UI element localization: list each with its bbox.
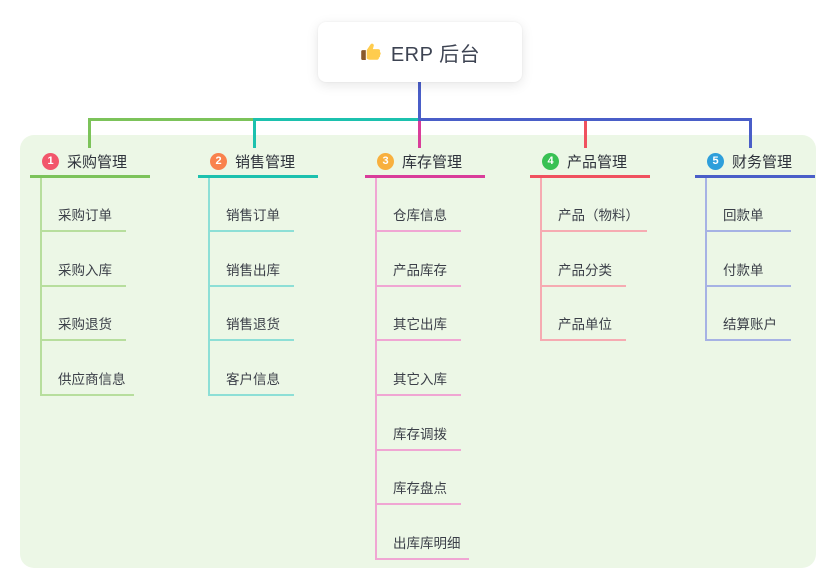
mindmap-node-label: 产品单位 — [540, 313, 626, 341]
branch-node[interactable]: 5 财务管理 — [695, 147, 815, 178]
bus-segment — [253, 118, 421, 121]
mindmap-node[interactable]: 库存调拨 — [375, 423, 461, 451]
branch-number-badge: 5 — [707, 152, 724, 170]
branches-panel — [20, 135, 816, 568]
branch-drop-line — [253, 118, 256, 148]
mindmap-node[interactable]: 销售退货 — [208, 313, 294, 341]
mindmap-node[interactable]: 库存盘点 — [375, 477, 461, 505]
mindmap-node[interactable]: 采购退货 — [40, 313, 126, 341]
mindmap-node[interactable]: 仓库信息 — [375, 204, 461, 232]
branch-label: 财务管理 — [732, 153, 793, 171]
mindmap-node[interactable]: 付款单 — [705, 259, 791, 287]
mindmap-node-label: 产品分类 — [540, 259, 626, 287]
branch-drop-line — [418, 118, 421, 148]
mindmap-node[interactable]: 采购入库 — [40, 259, 126, 287]
mindmap-node-label: 供应商信息 — [40, 368, 134, 396]
bus-segment — [418, 118, 752, 121]
sub-connector-line — [705, 178, 707, 340]
branch-drop-line — [584, 118, 587, 148]
mindmap-node-label: 其它出库 — [375, 313, 461, 341]
mindmap-node-label: 销售退货 — [208, 313, 294, 341]
mindmap-node[interactable]: 其它出库 — [375, 313, 461, 341]
mindmap-node[interactable]: 出库库明细 — [375, 532, 469, 560]
mindmap-node[interactable]: 销售订单 — [208, 204, 294, 232]
mindmap-node[interactable]: 产品库存 — [375, 259, 461, 287]
branch-number-badge: 3 — [377, 152, 394, 170]
branch-drop-line — [88, 118, 91, 148]
branch-number-badge: 2 — [210, 152, 227, 170]
root-node[interactable]: ERP 后台 — [318, 22, 522, 82]
branch-label: 产品管理 — [567, 153, 628, 171]
mindmap-node-label: 结算账户 — [705, 313, 791, 341]
mindmap-node[interactable]: 回款单 — [705, 204, 791, 232]
mindmap-node[interactable]: 结算账户 — [705, 313, 791, 341]
thumbs-up-icon — [361, 43, 381, 60]
mindmap-node-label: 销售订单 — [208, 204, 294, 232]
branch-number-badge: 1 — [42, 152, 59, 170]
mindmap-node-label: 出库库明细 — [375, 532, 469, 560]
mindmap-node[interactable]: 销售出库 — [208, 259, 294, 287]
sub-connector-line — [375, 178, 377, 559]
mindmap-node-label: 采购订单 — [40, 204, 126, 232]
branch-node[interactable]: 2 销售管理 — [198, 147, 318, 178]
branch-node[interactable]: 4 产品管理 — [530, 147, 650, 178]
mindmap-node-label: 销售出库 — [208, 259, 294, 287]
branch-number-badge: 4 — [542, 152, 559, 170]
mindmap-node-label: 库存盘点 — [375, 477, 461, 505]
mindmap-node-label: 仓库信息 — [375, 204, 461, 232]
branch-label: 库存管理 — [402, 153, 463, 171]
branch-node[interactable]: 1 采购管理 — [30, 147, 150, 178]
mindmap-node[interactable]: 采购订单 — [40, 204, 126, 232]
mindmap-node[interactable]: 产品单位 — [540, 313, 626, 341]
root-title: ERP 后台 — [390, 43, 481, 66]
mindmap-node-label: 其它入库 — [375, 368, 461, 396]
root-connector-line — [418, 82, 421, 121]
mindmap-node-label: 库存调拨 — [375, 423, 461, 451]
branch-node[interactable]: 3 库存管理 — [365, 147, 485, 178]
mindmap-node[interactable]: 产品分类 — [540, 259, 626, 287]
mindmap-node-label: 回款单 — [705, 204, 791, 232]
mindmap-node[interactable]: 产品（物料） — [540, 204, 647, 232]
branch-drop-line — [749, 118, 752, 148]
sub-connector-line — [540, 178, 542, 340]
mindmap-node[interactable]: 客户信息 — [208, 368, 294, 396]
branch-label: 采购管理 — [67, 153, 128, 171]
branch-label: 销售管理 — [235, 153, 296, 171]
mindmap-node-label: 产品库存 — [375, 259, 461, 287]
bus-segment — [88, 118, 254, 121]
mindmap-node-label: 采购退货 — [40, 313, 126, 341]
mindmap-node-label: 采购入库 — [40, 259, 126, 287]
mindmap-node[interactable]: 供应商信息 — [40, 368, 134, 396]
mindmap-node-label: 付款单 — [705, 259, 791, 287]
mindmap-node-label: 客户信息 — [208, 368, 294, 396]
mindmap-node-label: 产品（物料） — [540, 204, 647, 232]
mindmap-node[interactable]: 其它入库 — [375, 368, 461, 396]
